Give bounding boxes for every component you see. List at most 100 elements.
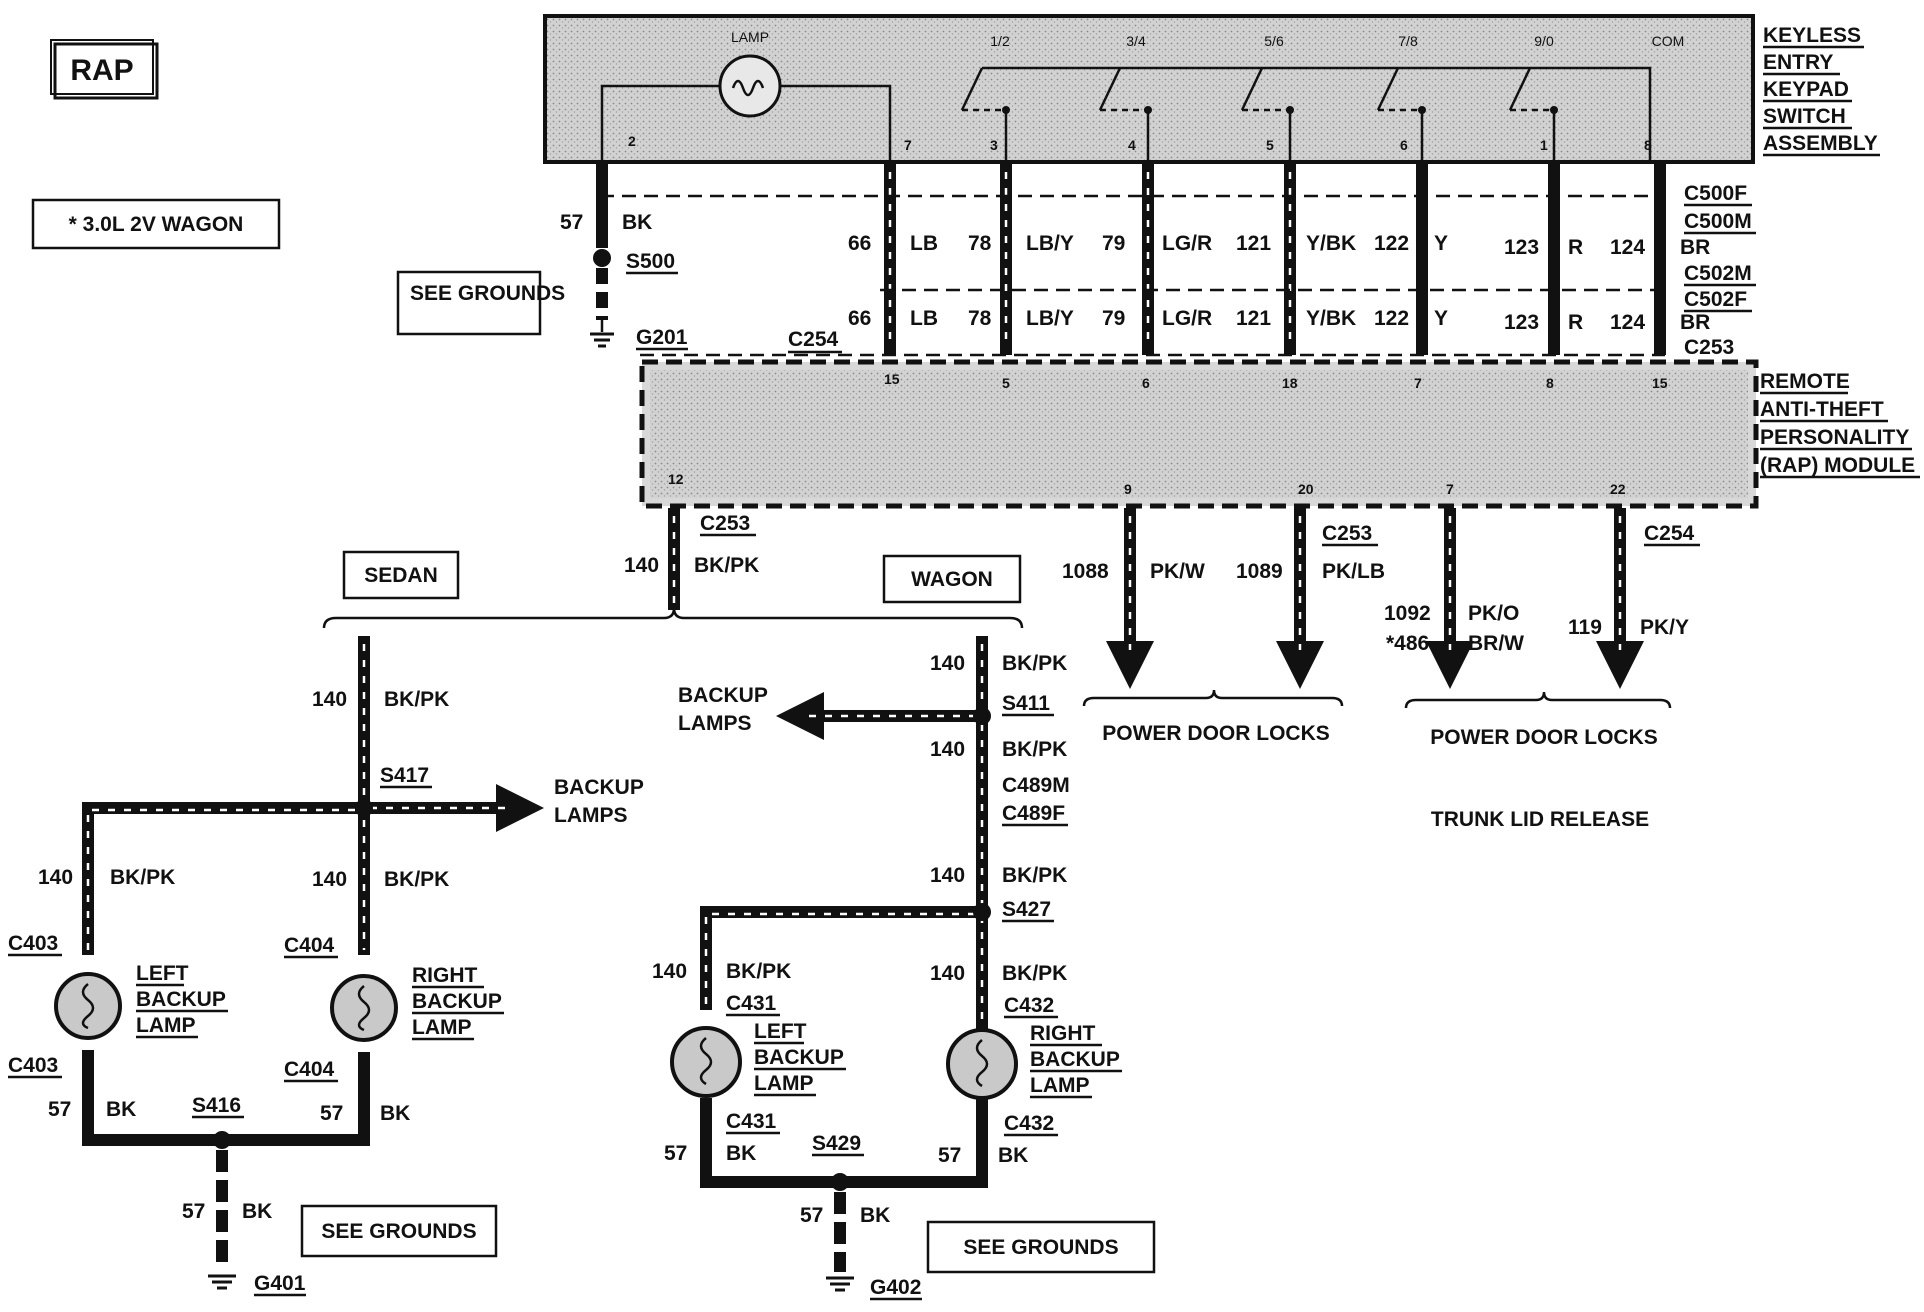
wire-color: BK/PK xyxy=(384,688,449,711)
sedan-circuit: 140 BK/PK S417 BACKUP LAMPS 140 BK/PK C4… xyxy=(8,636,644,1297)
wagon-left-lamp-icon xyxy=(670,1026,742,1098)
keypad-pin: 7 xyxy=(904,137,912,153)
lamp-name: LEFT xyxy=(136,962,189,985)
wire-color: LG/R xyxy=(1162,307,1212,330)
wire-circuit: 124 xyxy=(1610,311,1645,334)
splice-label: S417 xyxy=(380,764,429,787)
splice-label: S500 xyxy=(626,250,675,273)
wire-color: Y xyxy=(1434,232,1448,255)
wire-circuit: 123 xyxy=(1504,236,1539,259)
harness-wires xyxy=(884,162,1666,355)
engine-note-text: * 3.0L 2V WAGON xyxy=(69,213,244,236)
wire-circuit: 57 xyxy=(664,1142,687,1165)
wire-color: BK/PK xyxy=(1002,962,1067,985)
see-grounds-text: SEE GROUNDS xyxy=(410,282,565,305)
splice-s500 xyxy=(593,249,611,267)
wire-color: R xyxy=(1568,311,1583,334)
wire-circuit: 1092 xyxy=(1384,602,1431,625)
see-grounds-sedan: SEE GROUNDS xyxy=(300,1204,498,1258)
sedan-right-lamp-icon xyxy=(330,974,398,1042)
lamp-name: LAMP xyxy=(412,1016,472,1039)
rap-pin: 15 xyxy=(884,371,900,387)
wire-color: BK xyxy=(380,1102,410,1125)
wire-color: PK/Y xyxy=(1640,616,1689,639)
wire-circuit: 140 xyxy=(624,554,659,577)
wire-circuit: 124 xyxy=(1610,236,1645,259)
rap-title-line: REMOTE xyxy=(1760,370,1850,393)
see-grounds-text: SEE GROUNDS xyxy=(321,1220,476,1243)
connector-label: C253 xyxy=(1322,522,1372,545)
connector-label: C432 xyxy=(1004,1112,1054,1135)
ground-g201-icon xyxy=(590,320,614,348)
wire-circuit: 140 xyxy=(930,962,965,985)
connector-label: C254 xyxy=(788,328,839,351)
wire-circuit: 121 xyxy=(1236,232,1271,255)
keypad-lamp-label: LAMP xyxy=(731,29,769,45)
wire-circuit: 140 xyxy=(930,738,965,761)
trunk-lid-label: TRUNK LID RELEASE xyxy=(1431,808,1649,831)
wire-circuit: 66 xyxy=(848,307,871,330)
rap-pin: 22 xyxy=(1610,481,1626,497)
lamp-name: LAMP xyxy=(754,1072,814,1095)
ground-g402-icon xyxy=(826,1276,854,1292)
wagon-title-box: WAGON xyxy=(882,554,1022,604)
wire-circuit: 57 xyxy=(938,1144,961,1167)
rap-pin: 7 xyxy=(1414,375,1422,391)
door-locks-group-2: C254 1092 PK/O *486 BR/W 119 PK/Y POWER … xyxy=(1384,508,1700,831)
rap-module-title: REMOTE ANTI-THEFT PERSONALITY (RAP) MODU… xyxy=(1760,370,1920,479)
wagon-title: WAGON xyxy=(911,568,993,591)
splice-label: S427 xyxy=(1002,898,1051,921)
wagon-right-lamp-icon xyxy=(946,1028,1018,1100)
connector-label: C500M xyxy=(1684,210,1752,233)
wire-circuit: 140 xyxy=(652,960,687,983)
wire-color: LG/R xyxy=(1162,232,1212,255)
wire-circuit: 78 xyxy=(968,307,992,330)
connector-label: C502F xyxy=(1684,288,1747,311)
see-grounds-text: SEE GROUNDS xyxy=(963,1236,1118,1259)
rap-pin: 18 xyxy=(1282,375,1298,391)
wire-color: BK xyxy=(242,1200,272,1223)
rap-pin: 15 xyxy=(1652,375,1668,391)
see-grounds-wagon: SEE GROUNDS xyxy=(926,1220,1156,1274)
splice-s411 xyxy=(973,707,991,725)
wire-color: BK/PK xyxy=(726,960,791,983)
wire-circuit: 140 xyxy=(930,652,965,675)
keypad-title: KEYLESS ENTRY KEYPAD SWITCH ASSEMBLY xyxy=(1763,24,1880,157)
wire-color: R xyxy=(1568,236,1583,259)
wire-circuit: *486 xyxy=(1386,632,1429,655)
rap-pin: 8 xyxy=(1546,375,1554,391)
wire-circuit: 57 xyxy=(182,1200,205,1223)
wire-color: PK/W xyxy=(1150,560,1205,583)
connector-label: C253 xyxy=(1684,336,1734,359)
wire-color: BK/PK xyxy=(1002,864,1067,887)
wire-circuit: 123 xyxy=(1504,311,1539,334)
rap-title-line: ANTI-THEFT xyxy=(1760,398,1884,421)
rap-title-line: (RAP) MODULE xyxy=(1760,454,1915,477)
wire-circuit: 79 xyxy=(1102,232,1125,255)
engine-note: * 3.0L 2V WAGON xyxy=(31,198,281,250)
wagon-circuit: 140 BK/PK S411 BACKUP LAMPS 140 BK/PK C4… xyxy=(652,636,1122,1301)
wire-color: LB xyxy=(910,307,938,330)
connector-label: C404 xyxy=(284,1058,335,1081)
wire-color: BK xyxy=(998,1144,1028,1167)
wire-circuit: 119 xyxy=(1568,616,1602,639)
wire-color: BK/PK xyxy=(694,554,759,577)
ground-label: G402 xyxy=(870,1276,921,1299)
ground-circuit: 57 xyxy=(560,211,583,234)
connector-label: C253 xyxy=(700,512,750,535)
switch-label-3: 5/6 xyxy=(1264,33,1284,49)
switch-3-4: 3/4 xyxy=(1098,33,1152,162)
wire-circuit: 121 xyxy=(1236,307,1271,330)
lamp-name: BACKUP xyxy=(412,990,502,1013)
wire-color: BK/PK xyxy=(384,868,449,891)
wire-circuit: 140 xyxy=(930,864,965,887)
sedan-title-box: SEDAN xyxy=(342,550,460,600)
sedan-feed-wire: 140 BK/PK xyxy=(312,636,449,955)
wire-color: BK/PK xyxy=(1002,652,1067,675)
connector-label: C254 xyxy=(1644,522,1695,545)
wire-circuit: 79 xyxy=(1102,307,1125,330)
wire-color: BR xyxy=(1680,311,1710,334)
door-locks-label-1: POWER DOOR LOCKS xyxy=(1102,722,1330,745)
switch-label-1: 1/2 xyxy=(990,33,1010,49)
